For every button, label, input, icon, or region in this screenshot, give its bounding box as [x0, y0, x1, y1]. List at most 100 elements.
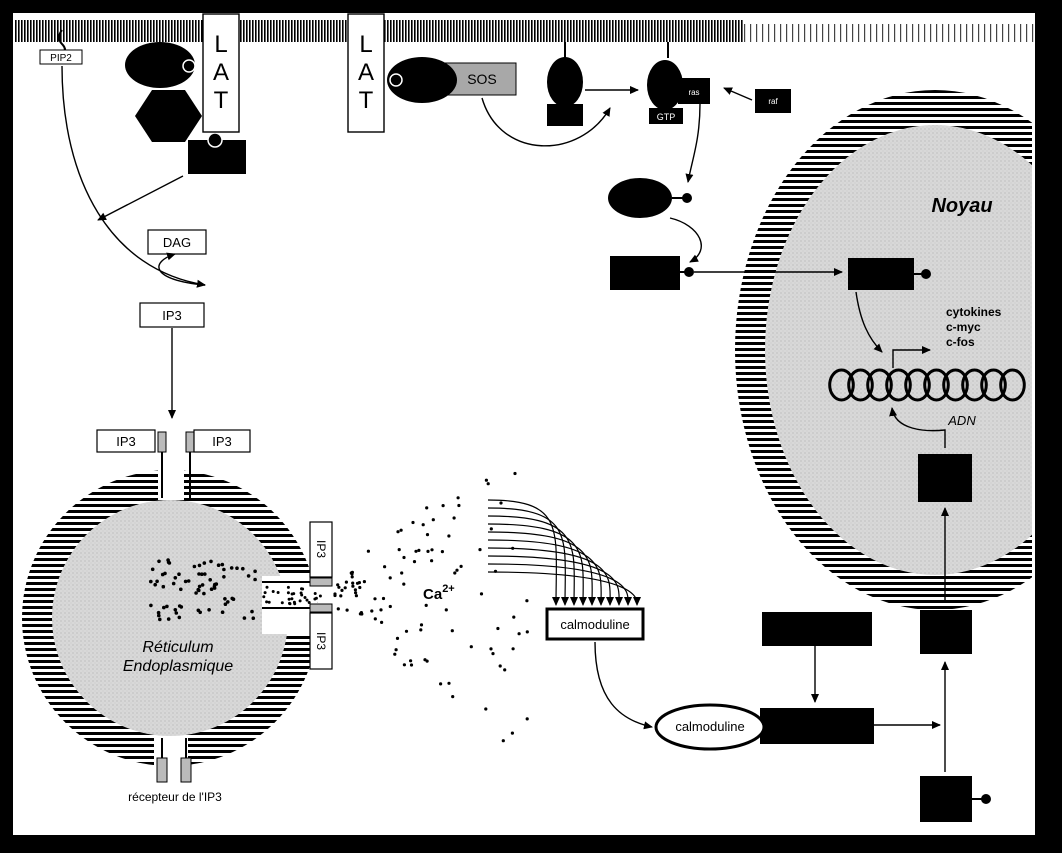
raf-label: raf [768, 97, 778, 106]
calcium-ion [455, 569, 458, 572]
calcium-ion [425, 506, 428, 509]
calcium-ion [288, 598, 291, 601]
calcium-ion [304, 596, 307, 599]
calcium-ion [351, 582, 354, 585]
ip3-receptor-label: récepteur de l'IP3 [128, 790, 222, 804]
calcium-ion [287, 586, 290, 589]
ip3-label: IP3 [162, 308, 182, 323]
calcium-ion [351, 585, 354, 588]
calcium-ion [230, 566, 234, 570]
calcium-ion [383, 565, 386, 568]
calcium-ion [422, 523, 425, 526]
nucleus-label: Noyau [931, 195, 992, 217]
calcium-ion [413, 560, 416, 563]
er-label: Réticulum [142, 639, 213, 656]
calcium-ion [306, 599, 309, 602]
calcium-ion [496, 627, 499, 630]
calcium-ion [457, 504, 460, 507]
calcium-ion [526, 630, 529, 633]
calcium-ion [395, 648, 398, 651]
calcium-ion [453, 516, 456, 519]
calcium-ion [253, 578, 257, 582]
calcium-ion [400, 529, 403, 532]
gene-label: cytokines [946, 305, 1002, 319]
calcium-ion [451, 695, 454, 698]
calcium-ion [453, 571, 456, 574]
calcium-ion [209, 560, 213, 564]
calcium-ion [265, 600, 268, 603]
calcium-ion [499, 501, 502, 504]
calcium-ion [193, 565, 197, 569]
calcium-ion [426, 533, 429, 536]
gene-label: c-fos [946, 335, 975, 349]
calcium-ion [339, 594, 342, 597]
calcium-ion [389, 576, 392, 579]
calcium-ion [221, 563, 225, 567]
calcium-ion [281, 601, 284, 604]
calcium-ion [187, 579, 191, 583]
calcium-ion [518, 632, 521, 635]
calcium-ion [167, 617, 171, 621]
pip2-label: PIP2 [50, 53, 72, 64]
calcium-ion [300, 592, 303, 595]
calcium-ion [363, 580, 366, 583]
calcium-ion [293, 602, 296, 605]
calcium-ion [194, 591, 198, 595]
calcium-ion [402, 583, 405, 586]
calcium-ion [511, 647, 514, 650]
calcium-ion [439, 682, 442, 685]
calcium-ion [403, 663, 406, 666]
calcium-ion [198, 564, 202, 568]
calcium-ion [203, 561, 207, 565]
calcium-ion [460, 565, 463, 568]
calcium-ion [512, 616, 515, 619]
calcium-ion [213, 586, 217, 590]
calcium-ion [196, 588, 200, 592]
calcium-ion [382, 597, 385, 600]
calcium-ion [165, 605, 169, 609]
calcium-ion [420, 623, 423, 626]
dag-label: DAG [163, 235, 191, 250]
calcium-ion [417, 549, 420, 552]
calcium-ion [409, 659, 412, 662]
calcium-ion [502, 739, 505, 742]
nfat-nuclear [918, 454, 972, 502]
calcium-ion [178, 604, 182, 608]
calcium-ion [184, 580, 188, 584]
calcium-ion [380, 621, 383, 624]
calcium-ion [149, 604, 153, 608]
lat-letter: A [358, 59, 374, 86]
calcium-ion [175, 611, 179, 615]
calcium-ion [426, 550, 429, 553]
calcium-ion [396, 637, 399, 640]
calcium-ion [230, 597, 234, 601]
gtp-label: GTP [657, 112, 676, 122]
calcium-ion [222, 568, 226, 572]
calcium-ion [356, 582, 359, 585]
calcium-ion [442, 504, 445, 507]
calcium-ion [419, 628, 422, 631]
calcium-ion [503, 668, 506, 671]
calcium-ion [411, 521, 414, 524]
calmoduline-label: calmoduline [560, 617, 629, 632]
calcium-ion [358, 586, 361, 589]
calmoduline-label: calmoduline [675, 719, 744, 734]
calcium-ion [153, 583, 157, 587]
calcium-ion [235, 566, 239, 570]
calcium-ion [499, 664, 502, 667]
calcium-ion [217, 563, 221, 567]
calcium-ion [513, 472, 516, 475]
er-label: Endoplasmique [123, 658, 233, 675]
dna-label: ADN [947, 413, 976, 428]
calcium-ion [201, 583, 205, 587]
calcium-ion [350, 571, 353, 574]
calcium-ion [250, 610, 254, 614]
calcium-ion [226, 600, 230, 604]
calcium-ion [262, 595, 265, 598]
calcium-ion [266, 586, 269, 589]
calcium-ion [389, 605, 392, 608]
nfat-active [920, 610, 972, 654]
calcium-ion [346, 609, 349, 612]
calcium-ion [174, 608, 178, 612]
calcium-ion [430, 548, 433, 551]
